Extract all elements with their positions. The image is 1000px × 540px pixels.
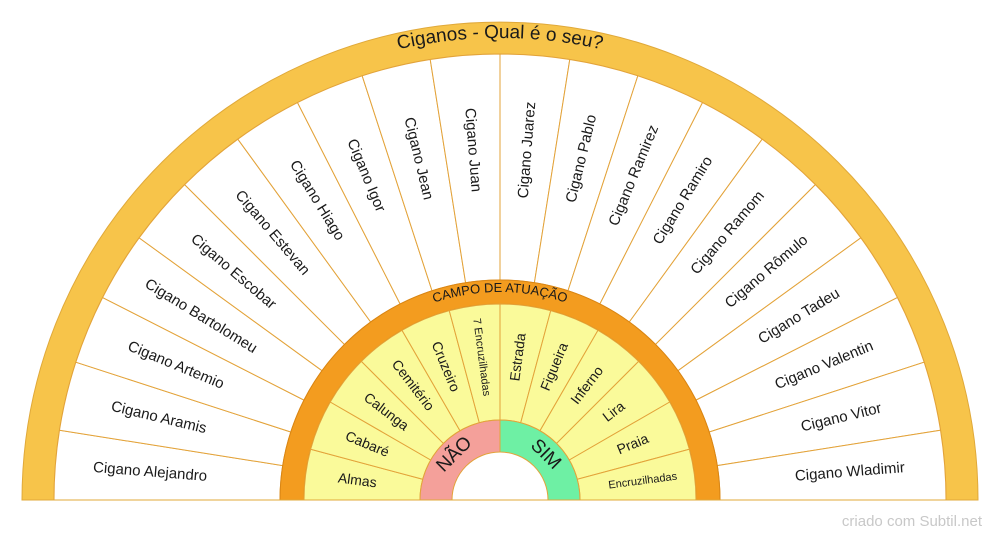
watermark: criado com Subtil.net: [841, 513, 982, 530]
outer-sector-label: Cigano Juan: [461, 107, 485, 192]
inner-sector-label: Estrada: [506, 332, 528, 382]
inner-sector-label: Almas: [337, 469, 378, 490]
